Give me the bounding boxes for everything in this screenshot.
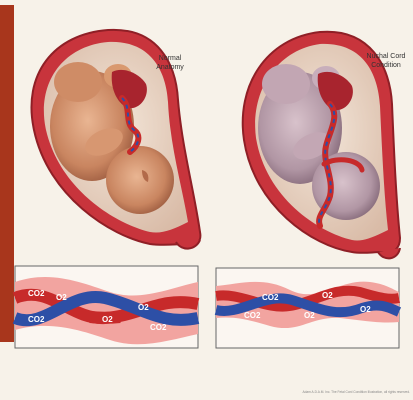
fetus-head: [106, 146, 174, 214]
label-nuchal-line1: Nuchal Cord: [367, 53, 406, 60]
gas-label: O2: [360, 305, 371, 314]
gas-label: CO2: [28, 315, 45, 324]
vessel-normal: [15, 266, 198, 348]
vessel-nuchal: [216, 268, 399, 348]
uterus-normal: [31, 30, 200, 249]
label-nuchal-line2: Condition: [371, 62, 401, 69]
gas-label: O2: [56, 293, 67, 302]
gas-label: O2: [322, 291, 333, 300]
gas-label: CO2: [262, 293, 279, 302]
label-normal-line2: Anatomy: [156, 64, 184, 71]
label-normal-line1: Normal: [159, 55, 182, 62]
gas-label: CO2: [244, 311, 261, 320]
fetus-legs: [54, 62, 102, 102]
gas-label: O2: [102, 315, 113, 324]
side-bar-light: [0, 0, 14, 5]
side-bar: [0, 0, 14, 342]
gas-label: O2: [138, 303, 149, 312]
gas-label: CO2: [28, 289, 45, 298]
gas-label: O2: [304, 311, 315, 320]
fetus-legs: [262, 64, 310, 104]
gas-label: CO2: [150, 323, 167, 332]
copyright-caption: Adam A.D.A.M. Inc. The Fetal Cord Condit…: [303, 390, 411, 394]
